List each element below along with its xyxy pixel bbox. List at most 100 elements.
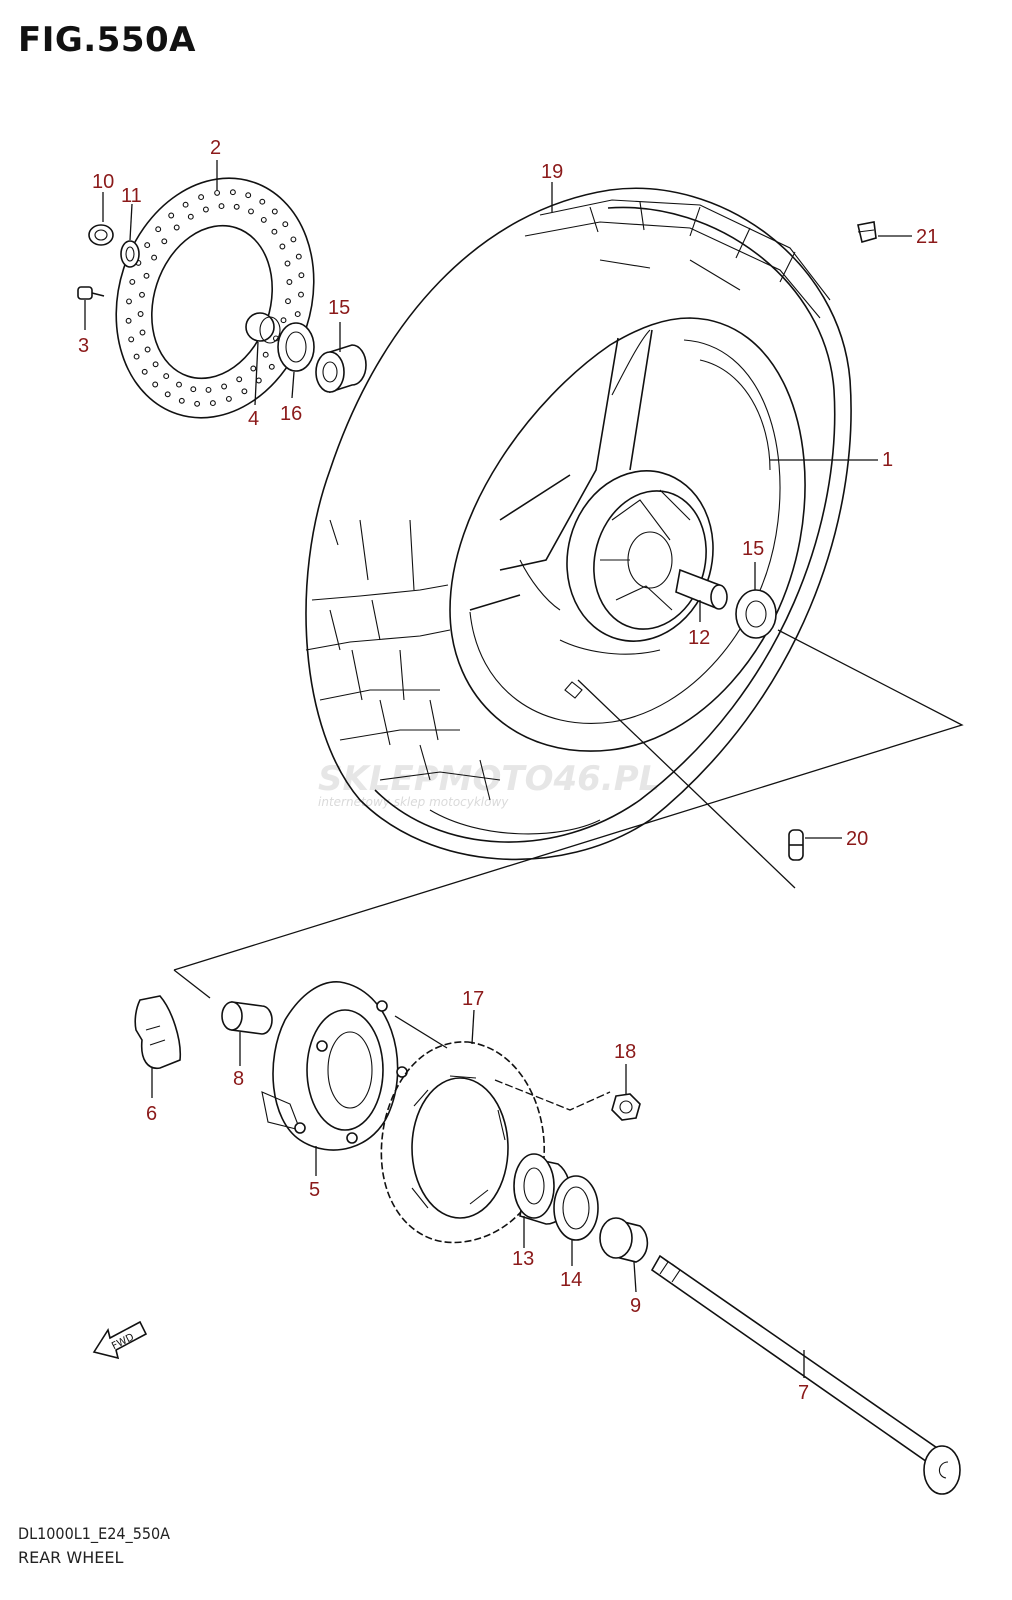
watermark: SKLEPMOTO46.PL internetowy sklep motocyk…	[318, 759, 660, 809]
disc-hole	[198, 194, 205, 201]
disc-hole	[209, 400, 216, 407]
oil-seal-upper	[277, 322, 315, 372]
label-part-15-lower: 15	[742, 538, 764, 560]
disc-hole	[144, 346, 151, 353]
disc-hole	[128, 336, 135, 343]
disc-hole	[298, 272, 305, 279]
label-part-18: 18	[614, 1041, 636, 1063]
label-part-4: 4	[248, 408, 259, 430]
disc-hole	[236, 376, 243, 383]
disc-hole	[268, 363, 275, 370]
disc-hole	[214, 189, 221, 196]
label-part-19: 19	[541, 161, 563, 183]
rear-sprocket	[380, 1041, 546, 1244]
disc-hole	[255, 377, 262, 384]
label-part-14: 14	[560, 1269, 582, 1291]
disc-hole	[129, 278, 136, 285]
axle-spacer	[599, 1217, 649, 1263]
disc-hole	[245, 192, 252, 199]
label-part-10: 10	[92, 171, 114, 193]
disc-hole	[285, 298, 291, 305]
sprocket-nut	[611, 1093, 641, 1121]
disc-hole	[152, 381, 159, 388]
disc-hole	[125, 317, 132, 324]
disc-hole	[139, 329, 146, 336]
label-part-15-upper: 15	[328, 297, 350, 319]
bearing-lower	[735, 589, 777, 639]
label-part-1: 1	[882, 449, 893, 471]
fwd-arrow-icon: FWD	[92, 1320, 148, 1360]
disc-hole	[178, 397, 185, 404]
disc-bolt	[77, 286, 105, 300]
disc-hole	[164, 391, 171, 398]
disc-hole	[182, 201, 189, 208]
disc-hole	[141, 368, 148, 375]
bearing-upper	[315, 344, 367, 394]
figure-name: REAR WHEEL	[18, 1548, 124, 1567]
disc-hole	[284, 260, 291, 267]
rear-tire	[305, 187, 852, 861]
label-part-6: 6	[146, 1103, 157, 1125]
figure-code: DL1000L1_E24_550A	[18, 1524, 171, 1543]
disc-hole	[262, 351, 269, 358]
label-part-7: 7	[798, 1382, 809, 1404]
disc-washer	[120, 240, 140, 268]
label-part-8: 8	[233, 1068, 244, 1090]
disc-hole	[126, 298, 132, 305]
disc-nut	[88, 224, 114, 246]
disc-hole	[161, 238, 168, 245]
label-part-11: 11	[121, 185, 142, 207]
rear-wheel-rim	[449, 317, 806, 752]
disc-hole	[173, 224, 180, 231]
watermark-tagline: internetowy sklep motocyklowy	[318, 795, 509, 809]
label-part-2: 2	[210, 137, 221, 159]
label-leaders	[84, 160, 912, 1378]
disc-hole	[190, 386, 197, 393]
disc-hole	[260, 216, 267, 223]
disc-hole	[133, 353, 140, 360]
disc-hole	[187, 213, 194, 220]
fwd-label: FWD	[110, 1332, 136, 1353]
disc-hole	[271, 228, 278, 235]
label-part-13: 13	[512, 1248, 534, 1270]
disc-hole	[294, 311, 301, 318]
tire-valve	[788, 829, 804, 861]
disc-hole	[233, 203, 240, 210]
disc-hole	[144, 242, 151, 249]
disc-hole	[298, 291, 304, 298]
disc-hole	[271, 208, 278, 215]
label-part-20: 20	[846, 828, 868, 850]
wheel-collar	[675, 568, 728, 610]
label-part-17: 17	[462, 988, 484, 1010]
disc-hole	[248, 208, 254, 215]
disc-hole	[229, 189, 236, 196]
disc-hole	[218, 203, 225, 210]
part-labels: 2 10 11 3 15 4 16 19 1 21 15 12 20 17 18…	[78, 137, 938, 1404]
disc-hole	[295, 253, 302, 260]
figure-title: FIG.550A	[18, 20, 196, 60]
disc-hole	[250, 365, 257, 372]
disc-hole	[163, 373, 170, 380]
hub-damper	[134, 995, 182, 1069]
label-part-12: 12	[688, 627, 710, 649]
disc-hole	[176, 381, 182, 388]
disc-hole	[225, 395, 232, 402]
disc-hole	[259, 198, 266, 205]
disc-hole	[279, 243, 286, 250]
sprocket-mounting-drum	[261, 981, 408, 1151]
disc-hole	[139, 291, 145, 298]
disc-hole	[282, 221, 289, 228]
disc-hole	[290, 236, 297, 243]
label-part-16: 16	[280, 403, 302, 425]
disc-spacer	[245, 312, 281, 344]
disc-hole	[155, 226, 162, 233]
rear-axle	[650, 1254, 961, 1495]
label-part-3: 3	[78, 335, 89, 357]
disc-hole	[221, 383, 228, 390]
disc-hole	[241, 388, 248, 395]
disc-hole	[151, 254, 158, 261]
disc-hole	[286, 279, 293, 285]
disc-hole	[194, 400, 201, 407]
label-part-5: 5	[309, 1179, 320, 1201]
